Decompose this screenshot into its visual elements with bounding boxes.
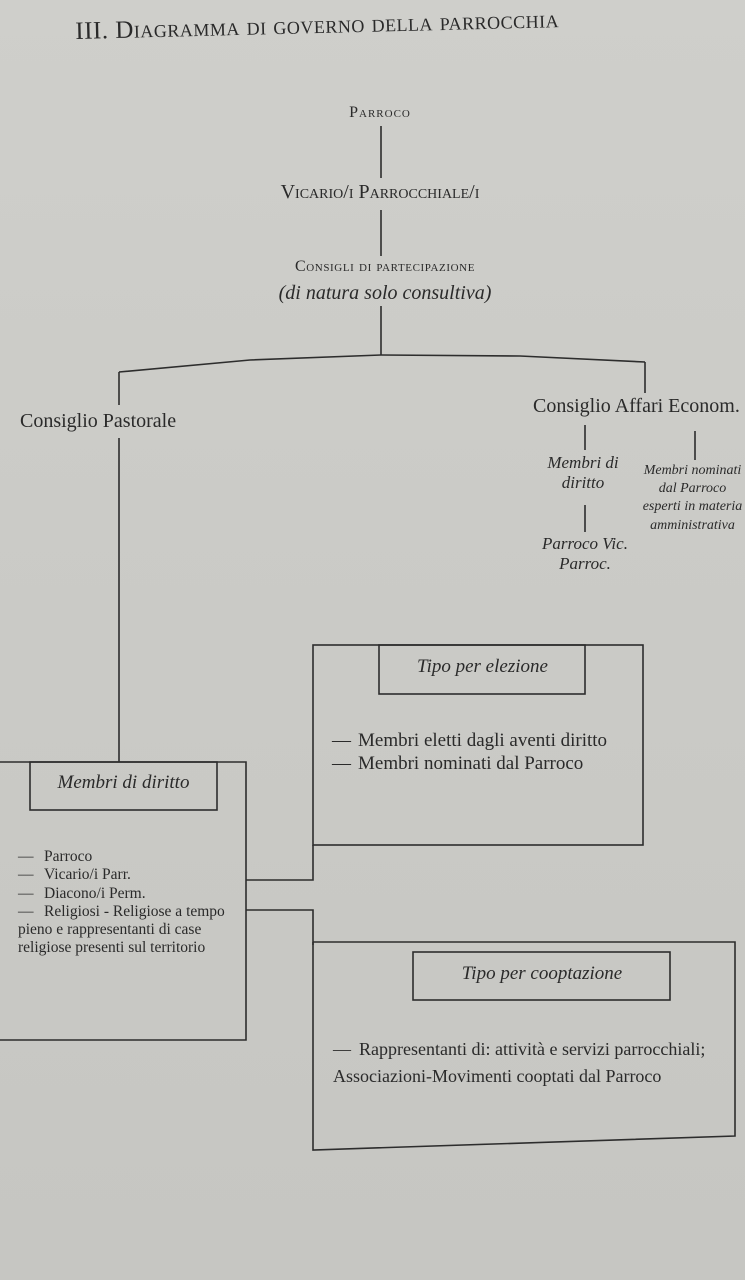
- node-consigli-subtitle: (di natura solo consultiva): [278, 282, 492, 304]
- box-diritto-list: — Parroco — Vicario/i Parr. — Diacono/i Per…: [18, 848, 246, 958]
- node-parroco: Parroco: [349, 104, 411, 121]
- line-branch-horizontal: [118, 354, 646, 373]
- box-cooptazione-title-frame: [412, 951, 671, 1001]
- list-item-text: Parroco: [44, 848, 93, 865]
- list-item: — Vicario/i Parr.: [18, 866, 246, 884]
- node-consiglio-pastorale: Consiglio Pastorale: [20, 410, 177, 432]
- dash-marker: —: [18, 866, 34, 884]
- node-parroco-vic-parroc: Parroco Vic. Parroc.: [542, 534, 628, 573]
- box-cooptazione-list: —Rappresentanti di: attività e servizi p…: [333, 1036, 733, 1090]
- list-item: — Parroco: [18, 848, 246, 866]
- node-membri-diritto-affari: Membri di diritto: [547, 453, 619, 492]
- dash-marker: —: [18, 902, 34, 920]
- dash-marker: —: [333, 1039, 351, 1059]
- list-item: — Membri eletti dagli aventi diritto: [332, 730, 642, 753]
- box-diritto-title: Membri di diritto: [57, 772, 190, 793]
- dash-marker: —: [332, 730, 351, 751]
- list-item-text: Membri eletti dagli aventi diritto: [358, 730, 608, 751]
- box-diritto-title-frame: [29, 761, 218, 811]
- list-item-text: Diacono/i Perm.: [44, 884, 146, 902]
- list-item: — Membri nominati dal Parroco: [332, 753, 642, 776]
- list-item-text: Religiosi - Religiose a tempo pieno e ra…: [18, 902, 225, 957]
- dash-marker: —: [18, 884, 34, 902]
- box-elezione-title-frame: [378, 644, 586, 695]
- box-cooptazione: [312, 941, 736, 1151]
- node-vicario: Vicario/i Parrocchiale/i: [280, 181, 480, 203]
- node-membri-nominati-affari: Membri nominati dal Parroco esperti in m…: [642, 463, 743, 533]
- line-diritto-elezione: [246, 845, 314, 881]
- box-elezione-list: — Membri eletti dagli aventi diritto — Mem…: [332, 730, 642, 776]
- node-consiglio-affari: Consiglio Affari Econom.: [533, 395, 740, 417]
- list-item: — Diacono/i Perm.: [18, 885, 246, 903]
- list-item-text: Membri nominati dal Parroco: [358, 752, 584, 774]
- box-elezione-title: Tipo per elezione: [417, 656, 548, 677]
- list-item-text: Vicario/i Parr.: [44, 866, 131, 884]
- node-consigli-title: Consigli di partecipazione: [294, 258, 476, 275]
- list-item-text: Rappresentanti di: attività e servizi pa…: [333, 1039, 706, 1086]
- line-diritto-cooptazione: [246, 909, 314, 945]
- dash-marker: —: [332, 752, 351, 774]
- dash-marker: —: [18, 848, 34, 865]
- list-item: —Religiosi - Religiose a tempo pieno e r…: [18, 903, 246, 958]
- box-cooptazione-title: Tipo per cooptazione: [461, 963, 623, 984]
- list-item: —Rappresentanti di: attività e servizi p…: [333, 1036, 733, 1090]
